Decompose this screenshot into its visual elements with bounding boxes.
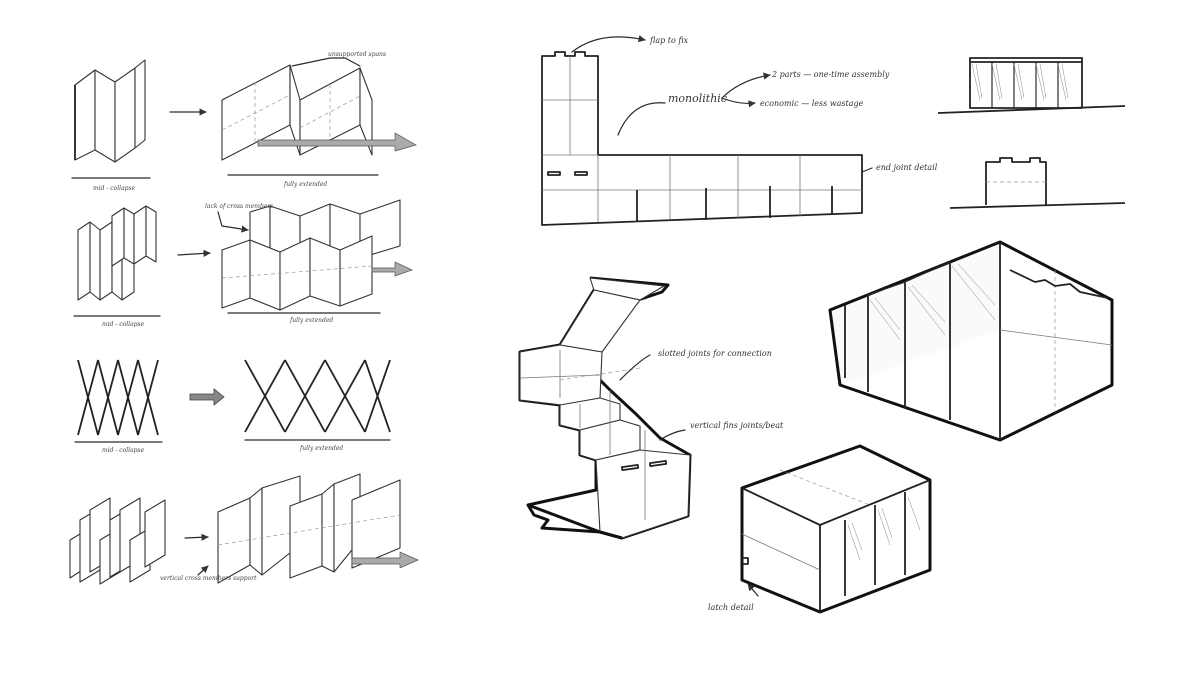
row3-extended-caption: fully extended [299, 445, 343, 452]
monolithic-note: monolithic [668, 92, 727, 105]
row3-collapsed-scissor: mid - collapse [74, 359, 163, 454]
row4-collapsed-fold [69, 497, 166, 585]
unsupported-spans-note: unsupported spans [328, 51, 386, 58]
row3-extended-scissor: fully extended [244, 359, 391, 452]
row3-transition-arrow [189, 388, 225, 406]
row2-extended-caption: fully extended [289, 317, 333, 324]
slotted-joints-note: slotted joints for connection [658, 349, 772, 358]
row2-transition-arrow [177, 249, 211, 257]
row1-collapsed-fold: mid - collapse [71, 59, 151, 192]
row2-extended-fold: fully extended lack of cross members [205, 199, 413, 324]
vertical-cross-members-note: vertical cross members support [160, 575, 257, 582]
elevation-front [937, 57, 1126, 114]
row2-collapsed-fold: mid - collapse [73, 205, 161, 328]
small-box-perspective: latch detail [708, 444, 932, 614]
row2-collapsed-caption: mid - collapse [102, 321, 145, 328]
row1-collapsed-caption: mid - collapse [93, 185, 136, 192]
row4-extended-fold: vertical cross members support [160, 473, 419, 584]
row4-transition-arrow [184, 533, 209, 541]
end-joint-detail-note: end joint detail [876, 163, 938, 172]
lack-of-cross-members-note: lack of cross members [205, 203, 273, 210]
economic-note: economic — less wastage [760, 99, 864, 108]
row3-collapsed-caption: mid - collapse [102, 447, 145, 454]
flap-to-fix-note: flap to fix [649, 36, 689, 45]
row1-extended-caption: fully extended [283, 181, 327, 188]
large-box-perspective [828, 240, 1114, 442]
latch-detail-note: latch detail [708, 603, 754, 612]
vertical-fins-note: vertical fins joints/beat [690, 421, 784, 430]
two-parts-note: 2 parts — one-time assembly [771, 70, 890, 79]
monolithic-plan-drawing: flap to fix monolithic 2 parts — one-tim… [541, 35, 938, 226]
unfolding-chain-drawing: slotted joints for connection vertical f… [518, 276, 784, 540]
row1-extended-fold: fully extended unsupported spans [221, 51, 417, 188]
elevation-side [949, 157, 1126, 209]
